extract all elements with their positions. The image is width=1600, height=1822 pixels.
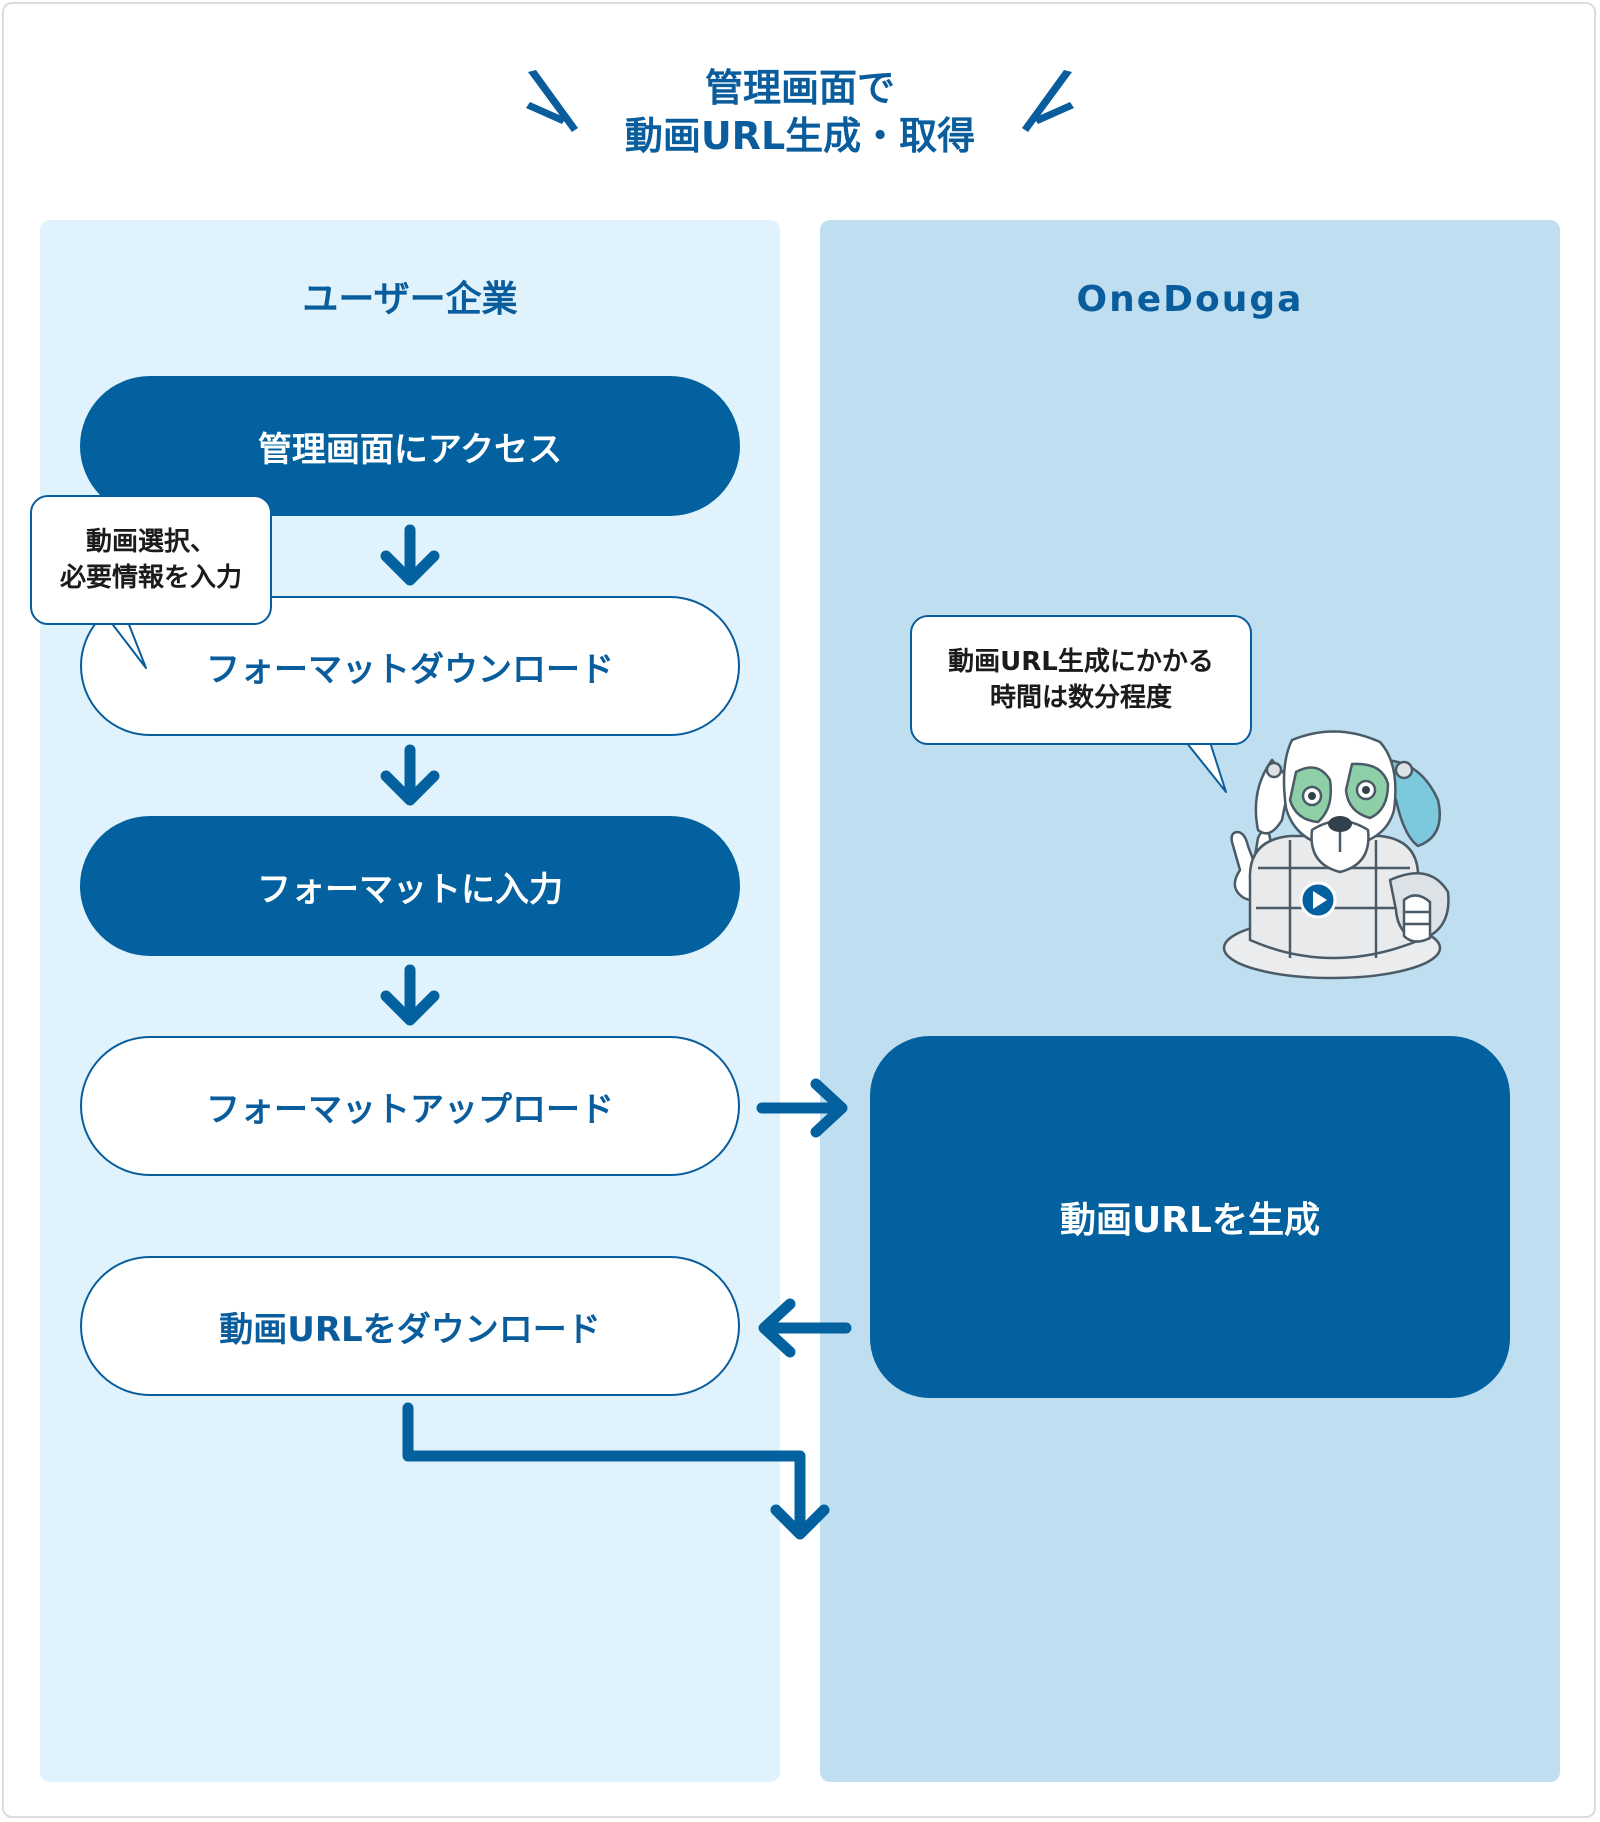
step-download-url: 動画URLをダウンロード [80, 1256, 740, 1396]
tip-bubble-user: 動画選択、 必要情報を入力 [30, 495, 272, 625]
bubble-tail-icon [1185, 741, 1227, 793]
step-access-admin: 管理画面にアクセス [80, 376, 740, 516]
title-line-1: 管理画面で [704, 66, 895, 110]
user-company-heading: ユーザー企業 [302, 279, 518, 320]
bubble-tail-icon [109, 620, 147, 669]
title-accent-right-icon [1022, 70, 1074, 132]
arrow-down-icon [380, 524, 440, 586]
arrow-down-icon [380, 964, 440, 1026]
arrow-left-icon [758, 1298, 852, 1358]
step-fill-format: フォーマットに入力 [80, 816, 740, 956]
onedouga-column [820, 220, 1560, 1782]
onedouga-heading: OneDouga [1076, 279, 1304, 320]
tip-bubble-user-line-1: 動画選択、 [85, 527, 216, 557]
generate-url-box: 動画URLを生成 [870, 1036, 1510, 1398]
arrow-right-icon [756, 1078, 848, 1138]
arrow-elbow-down-icon [402, 1402, 830, 1540]
tip-bubble-user-line-2: 必要情報を入力 [59, 563, 242, 593]
step-upload-format: フォーマットアップロード [80, 1036, 740, 1176]
tip-bubble-onedouga-line-1: 動画URL生成にかかる [948, 647, 1214, 677]
title-accent-left-icon [526, 70, 578, 132]
arrow-down-icon [380, 744, 440, 806]
robot-dog-mascot-icon [1222, 730, 1450, 980]
tip-bubble-onedouga: 動画URL生成にかかる 時間は数分程度 [910, 615, 1252, 745]
tip-bubble-onedouga-line-2: 時間は数分程度 [989, 683, 1172, 713]
title-line-2: 動画URL生成・取得 [624, 114, 976, 158]
